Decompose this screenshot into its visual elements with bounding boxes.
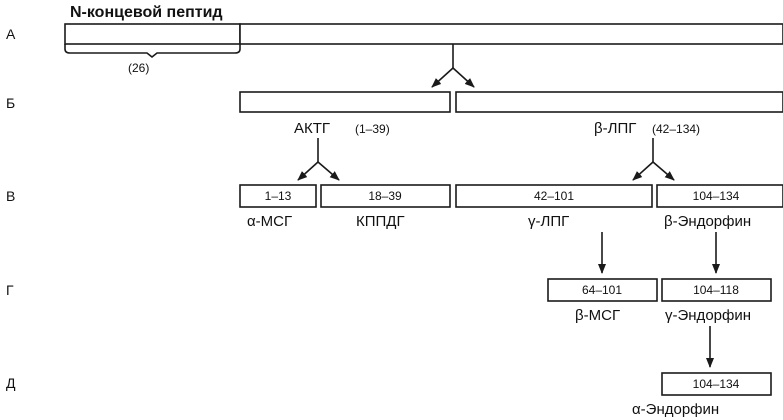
split-arrow-bend — [652, 161, 675, 181]
blpg-box — [455, 91, 783, 113]
bend-box — [656, 184, 783, 208]
bend-range: 104–134 — [693, 189, 740, 203]
n-peptide-length: (26) — [128, 61, 149, 75]
kppdg-box — [320, 184, 451, 208]
glpg-range: 42–101 — [534, 189, 574, 203]
amsh-box — [239, 184, 317, 208]
actg-range: (1–39) — [355, 122, 390, 136]
split-arrow-kppdg — [317, 161, 340, 181]
amsh-range: 1–13 — [265, 189, 292, 203]
actg-name: АКТГ — [294, 120, 330, 137]
aend-name: α-Эндорфин — [632, 401, 719, 418]
n-peptide-brace — [64, 44, 241, 59]
glpg-box — [455, 184, 653, 208]
split-arrow-amsh — [297, 161, 319, 181]
row-label-b: Б — [6, 95, 15, 111]
aend-range: 104–134 — [693, 377, 740, 391]
actg-box — [239, 91, 451, 113]
aend-box — [661, 372, 772, 396]
blpg-range: (42–134) — [652, 122, 700, 136]
bmsh-box — [547, 278, 658, 302]
bmsh-range: 64–101 — [582, 283, 622, 297]
blpg-name: β-ЛПГ — [594, 120, 636, 137]
row-label-v: В — [6, 188, 15, 204]
bmsh-name: β-МСГ — [575, 307, 620, 324]
n-peptide-label: N-концевой пептид — [70, 4, 223, 21]
row-label-a: А — [6, 26, 16, 42]
kppdg-range: 18–39 — [368, 189, 402, 203]
gend-name: γ-Эндорфин — [665, 307, 751, 324]
split-arrow-blpg — [452, 67, 475, 88]
gend-range: 104–118 — [693, 283, 739, 297]
split-arrow-actg — [431, 67, 454, 88]
n-peptide-box — [64, 23, 241, 45]
glpg-name: γ-ЛПГ — [528, 213, 569, 230]
row-label-d: Д — [6, 375, 16, 391]
amsh-name: α-МСГ — [247, 213, 292, 230]
bend-name: β-Эндорфин — [664, 213, 751, 230]
row-label-g: Г — [6, 282, 14, 298]
gend-box — [661, 278, 772, 302]
split-arrow-glpg — [632, 161, 654, 181]
precursor-rest-box — [239, 23, 783, 45]
kppdg-name: КППДГ — [356, 213, 405, 230]
